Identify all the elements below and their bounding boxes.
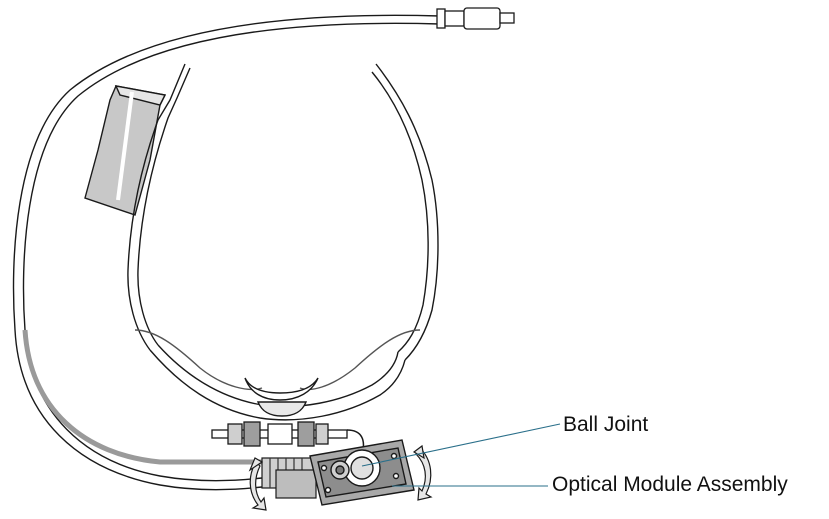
optical-module-assembly-label: Optical Module Assembly xyxy=(552,473,788,496)
optical-module xyxy=(309,439,415,506)
rotation-arrow-right-icon xyxy=(412,444,433,501)
usb-connector xyxy=(436,7,515,30)
temple-pad xyxy=(84,85,167,216)
flex-boom xyxy=(261,457,317,499)
cable xyxy=(12,14,441,491)
nose-bridge xyxy=(244,377,319,417)
rotation-arrow-left-icon xyxy=(248,457,267,511)
ball-joint-label: Ball Joint xyxy=(563,413,649,436)
headset-frame xyxy=(127,63,439,421)
ball-joint-leader xyxy=(361,423,561,467)
